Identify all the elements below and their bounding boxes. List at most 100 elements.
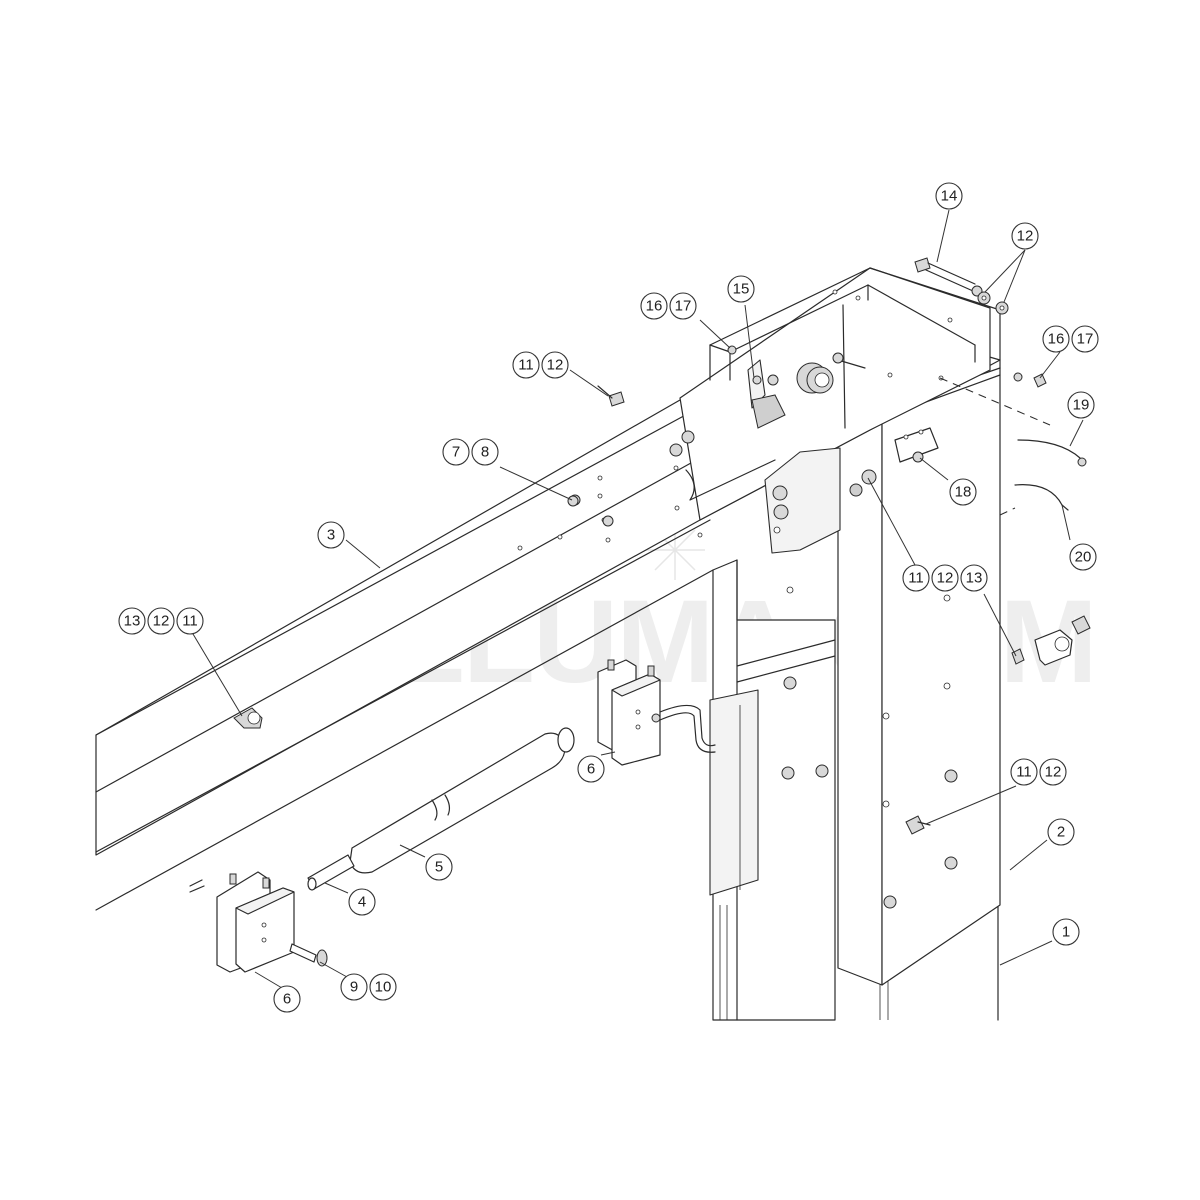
part-6-switch-bracket-upper bbox=[597, 659, 716, 766]
callout-number: 4 bbox=[358, 894, 366, 911]
callout-number: 6 bbox=[283, 991, 291, 1008]
callout-c19: 19 bbox=[1067, 391, 1095, 419]
callout-circle bbox=[118, 607, 146, 635]
callout-number: 20 bbox=[1075, 549, 1092, 566]
callout-c6b: 6 bbox=[273, 985, 301, 1013]
part-1-inner-column bbox=[879, 904, 999, 1021]
callout-number: 5 bbox=[435, 859, 443, 876]
callout-circle bbox=[669, 292, 697, 320]
part-16-17-fasteners-right bbox=[1013, 372, 1047, 388]
callout-c18: 18 bbox=[949, 478, 977, 506]
callout-number: 17 bbox=[1077, 331, 1094, 348]
callout-number: 18 bbox=[955, 484, 972, 501]
callout-c3: 3 bbox=[317, 521, 345, 549]
cable-clamp-right bbox=[1011, 615, 1091, 666]
callout-c1112b: 11 12 bbox=[1010, 758, 1067, 786]
callout-number: 13 bbox=[124, 613, 141, 630]
callout-number: 14 bbox=[941, 188, 958, 205]
part-12-nuts bbox=[977, 291, 1009, 315]
callout-number: 12 bbox=[547, 357, 564, 374]
leader-lines bbox=[192, 209, 1084, 989]
callout-c1112a: 11 12 bbox=[512, 351, 569, 379]
part-7-8-fastener bbox=[567, 495, 579, 507]
part-3-top-beam bbox=[95, 267, 1001, 911]
callout-c4: 4 bbox=[348, 888, 376, 916]
callout-number: 11 bbox=[1016, 764, 1032, 781]
callout-number: 12 bbox=[937, 570, 954, 587]
callout-number: 3 bbox=[327, 527, 335, 544]
callout-number: 9 bbox=[350, 979, 358, 996]
callout-circle bbox=[425, 853, 453, 881]
callout-circle bbox=[369, 973, 397, 1001]
callout-number: 11 bbox=[182, 613, 198, 630]
assembly-guide-line bbox=[939, 377, 1051, 426]
callout-circle bbox=[471, 438, 499, 466]
callout-circle bbox=[273, 985, 301, 1013]
callout-circle bbox=[640, 292, 668, 320]
callout-circle bbox=[442, 438, 470, 466]
callout-circle bbox=[1067, 391, 1095, 419]
part-20-cable bbox=[1014, 484, 1069, 511]
callout-c111213: 11 12 13 bbox=[902, 564, 988, 592]
callout-circle bbox=[348, 888, 376, 916]
callout-number: 13 bbox=[966, 570, 983, 587]
callout-circle bbox=[960, 564, 988, 592]
part-6-switch-bracket-lower bbox=[189, 871, 295, 973]
callout-circle bbox=[541, 351, 569, 379]
callout-number: 1 bbox=[1062, 924, 1070, 941]
callout-c20: 20 bbox=[1069, 543, 1097, 571]
callout-c5: 5 bbox=[425, 853, 453, 881]
callout-number: 11 bbox=[908, 570, 924, 587]
callout-circle bbox=[1052, 918, 1080, 946]
callout-number: 6 bbox=[587, 761, 595, 778]
callout-circle bbox=[1010, 758, 1038, 786]
callout-circle bbox=[147, 607, 175, 635]
callout-number: 12 bbox=[1045, 764, 1062, 781]
callout-number: 17 bbox=[675, 298, 692, 315]
callout-circle bbox=[931, 564, 959, 592]
callout-c2: 2 bbox=[1047, 818, 1075, 846]
callout-circle bbox=[1039, 758, 1067, 786]
callout-circle bbox=[949, 478, 977, 506]
frame-slide-channel bbox=[709, 559, 836, 1021]
fastener-column bbox=[905, 815, 931, 835]
cable-clamp-beam bbox=[233, 707, 263, 729]
callout-c131211: 13 12 11 bbox=[118, 607, 204, 635]
part-19-cable bbox=[1017, 439, 1087, 467]
callout-circle bbox=[512, 351, 540, 379]
callout-number: 15 bbox=[733, 281, 750, 298]
callout-number: 19 bbox=[1073, 397, 1090, 414]
callout-c1: 1 bbox=[1052, 918, 1080, 946]
callout-circle bbox=[340, 973, 368, 1001]
callout-circle bbox=[1047, 818, 1075, 846]
part-5-tube bbox=[349, 727, 575, 874]
callout-number: 7 bbox=[452, 444, 460, 461]
callout-number: 2 bbox=[1057, 824, 1065, 841]
callout-circle bbox=[317, 521, 345, 549]
part-18-bracket bbox=[849, 427, 939, 497]
part-15-pulley-bracket bbox=[747, 352, 866, 429]
callout-circle bbox=[176, 607, 204, 635]
callout-circle bbox=[1069, 543, 1097, 571]
callout-circle bbox=[727, 275, 755, 303]
callout-circle bbox=[577, 755, 605, 783]
part-9-10-pin bbox=[289, 943, 328, 967]
callout-number: 12 bbox=[153, 613, 170, 630]
callout-circle bbox=[1042, 325, 1070, 353]
callout-number: 11 bbox=[518, 357, 534, 374]
fastener-beam-top bbox=[597, 385, 625, 407]
callout-c910: 9 10 bbox=[340, 973, 397, 1001]
callout-circle bbox=[1071, 325, 1099, 353]
callout-c15: 15 bbox=[727, 275, 755, 303]
callout-number: 16 bbox=[1048, 331, 1065, 348]
callout-c6a: 6 bbox=[577, 755, 605, 783]
assembly-guide-line bbox=[999, 507, 1016, 516]
callout-c14: 14 bbox=[935, 182, 963, 210]
callout-circle bbox=[935, 182, 963, 210]
callout-number: 10 bbox=[375, 979, 392, 996]
